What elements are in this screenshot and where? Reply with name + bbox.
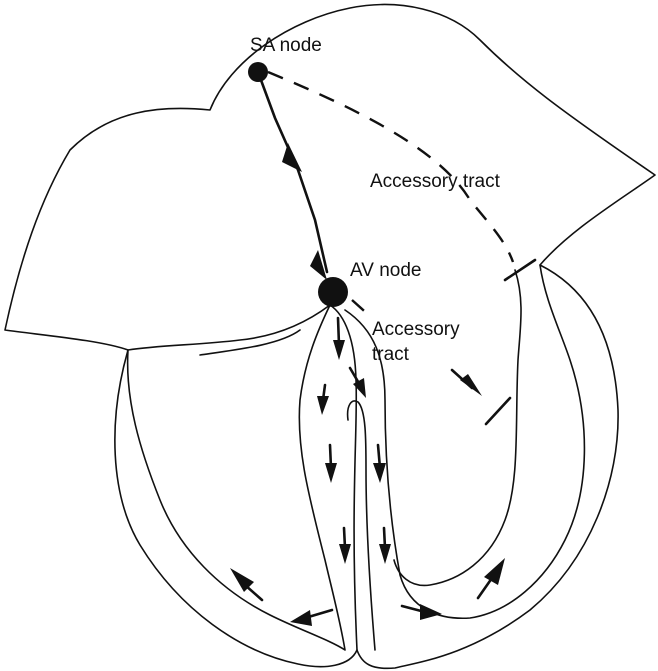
- accessory-tract-ventricular-label-1: Accessory: [372, 319, 460, 340]
- ventricular-arrows-left: [230, 568, 334, 626]
- left-inner-wall: [199, 329, 301, 356]
- accessory-tract-atrial-label: Accessory tract: [370, 171, 500, 192]
- ventricular-arrows-right: [400, 558, 505, 620]
- accessory-tract-block-ventricular: [484, 396, 512, 426]
- accessory-tract-av-arrowhead: [460, 374, 482, 396]
- sa-node-dot: [248, 62, 268, 82]
- septum-inner: [329, 264, 586, 651]
- arrowhead-1: [282, 143, 302, 172]
- heart-outline: [4, 3, 656, 670]
- sa-to-av-pathway: [256, 70, 329, 274]
- septum-core: [346, 400, 376, 651]
- bundle-arrows-right: [348, 366, 391, 564]
- accessory-tract-block-atrial: [503, 258, 537, 282]
- av-node-dot: [318, 277, 348, 307]
- accessory-tract-dashed: [267, 70, 515, 263]
- arrowhead-2: [310, 250, 327, 280]
- accessory-tract-av-dashed: [351, 299, 373, 319]
- right-inner-wall: [393, 269, 522, 587]
- av-node-label: AV node: [350, 260, 422, 281]
- left-chamber-wall: [126, 304, 346, 651]
- sa-node-label: SA node: [250, 35, 322, 56]
- bundle-arrows-left: [317, 316, 351, 564]
- accessory-tract-ventricular-label-2: tract: [372, 344, 409, 365]
